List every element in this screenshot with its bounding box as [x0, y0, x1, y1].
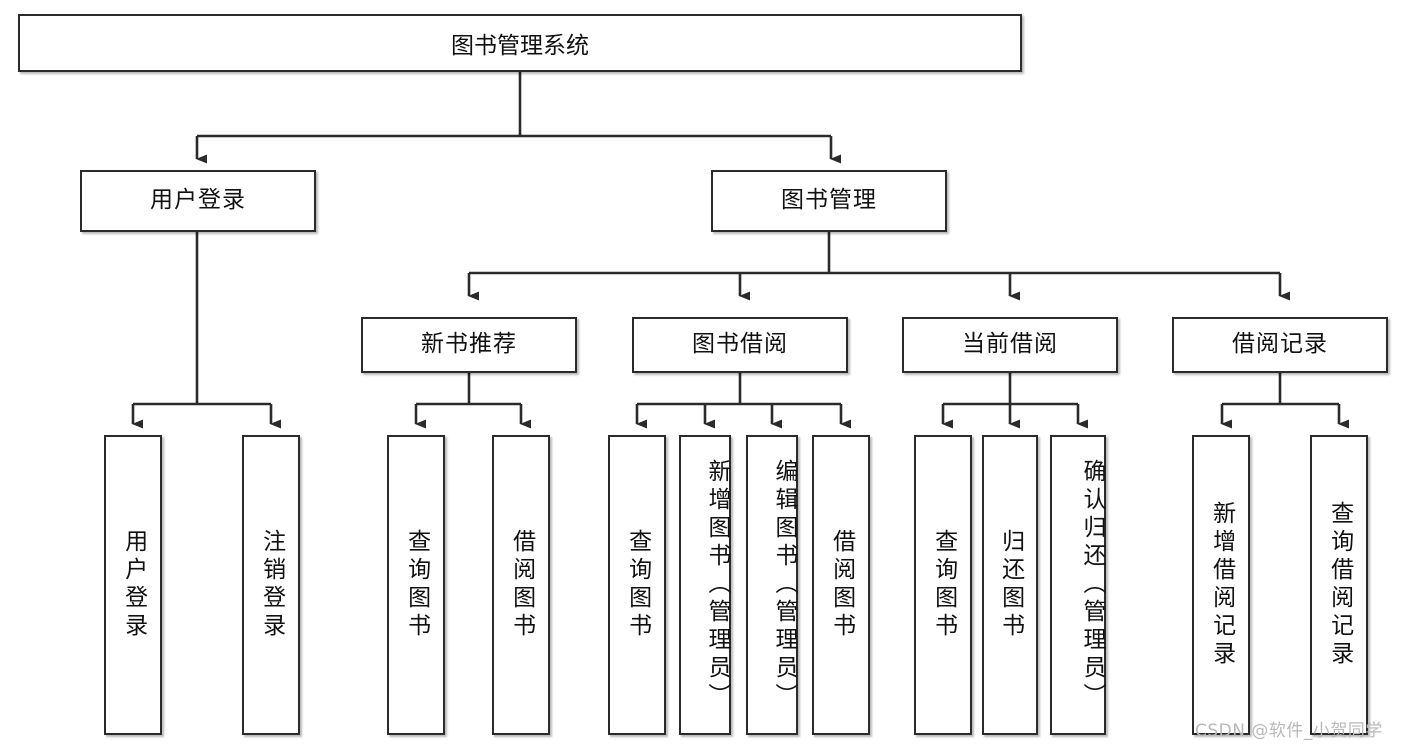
node-leaf-query-record[interactable]: 查询借阅记录 — [1310, 435, 1368, 735]
node-leaf-add-record[interactable]: 新增借阅记录 — [1192, 435, 1250, 735]
node-leaf-query-book-2[interactable]: 查询图书 — [608, 435, 666, 735]
node-leaf-borrow-book-1[interactable]: 借阅图书 — [492, 435, 550, 735]
node-book-management-label: 图书管理 — [781, 187, 877, 214]
node-new-book-recommend[interactable]: 新书推荐 — [361, 317, 577, 373]
node-user-login[interactable]: 用户登录 — [80, 170, 316, 232]
node-current-borrow-label: 当前借阅 — [962, 331, 1058, 358]
node-user-login-label: 用户登录 — [150, 187, 246, 214]
node-leaf-edit-book-label: 编辑图书（管理员） — [771, 459, 797, 711]
node-leaf-borrow-book-1-label: 借阅图书 — [508, 529, 535, 641]
node-leaf-confirm-return-label: 确认归还（管理员） — [1079, 459, 1105, 711]
node-leaf-user-login-label: 用户登录 — [120, 529, 147, 641]
node-leaf-query-book-3[interactable]: 查询图书 — [914, 435, 972, 735]
node-leaf-user-login[interactable]: 用户登录 — [104, 435, 162, 735]
node-leaf-query-record-label: 查询借阅记录 — [1326, 501, 1353, 669]
node-new-book-recommend-label: 新书推荐 — [421, 331, 517, 358]
node-book-borrow[interactable]: 图书借阅 — [632, 317, 848, 373]
node-borrow-record[interactable]: 借阅记录 — [1172, 317, 1388, 373]
node-book-borrow-label: 图书借阅 — [692, 331, 788, 358]
node-leaf-return-book-label: 归还图书 — [997, 529, 1024, 641]
node-leaf-confirm-return[interactable]: 确认归还（管理员） — [1050, 435, 1106, 735]
node-leaf-add-book[interactable]: 新增图书（管理员） — [679, 435, 731, 735]
node-root[interactable]: 图书管理系统 — [18, 14, 1022, 72]
node-leaf-query-book-2-label: 查询图书 — [624, 529, 651, 641]
node-root-label: 图书管理系统 — [451, 33, 589, 59]
node-leaf-query-book-3-label: 查询图书 — [930, 529, 957, 641]
node-borrow-record-label: 借阅记录 — [1232, 331, 1328, 358]
node-leaf-add-book-label: 新增图书（管理员） — [704, 459, 730, 711]
node-leaf-add-record-label: 新增借阅记录 — [1208, 501, 1235, 669]
node-leaf-return-book[interactable]: 归还图书 — [982, 435, 1038, 735]
node-book-management[interactable]: 图书管理 — [711, 170, 947, 232]
node-leaf-borrow-book-2[interactable]: 借阅图书 — [812, 435, 870, 735]
node-leaf-query-book-1[interactable]: 查询图书 — [387, 435, 445, 735]
node-leaf-logout-login-label: 注销登录 — [258, 529, 285, 641]
node-leaf-borrow-book-2-label: 借阅图书 — [828, 529, 855, 641]
node-leaf-edit-book[interactable]: 编辑图书（管理员） — [746, 435, 798, 735]
watermark-text: CSDN @软件_小贺同学 — [1195, 721, 1383, 741]
node-current-borrow[interactable]: 当前借阅 — [902, 317, 1118, 373]
node-leaf-logout-login[interactable]: 注销登录 — [242, 435, 300, 735]
node-leaf-query-book-1-label: 查询图书 — [403, 529, 430, 641]
